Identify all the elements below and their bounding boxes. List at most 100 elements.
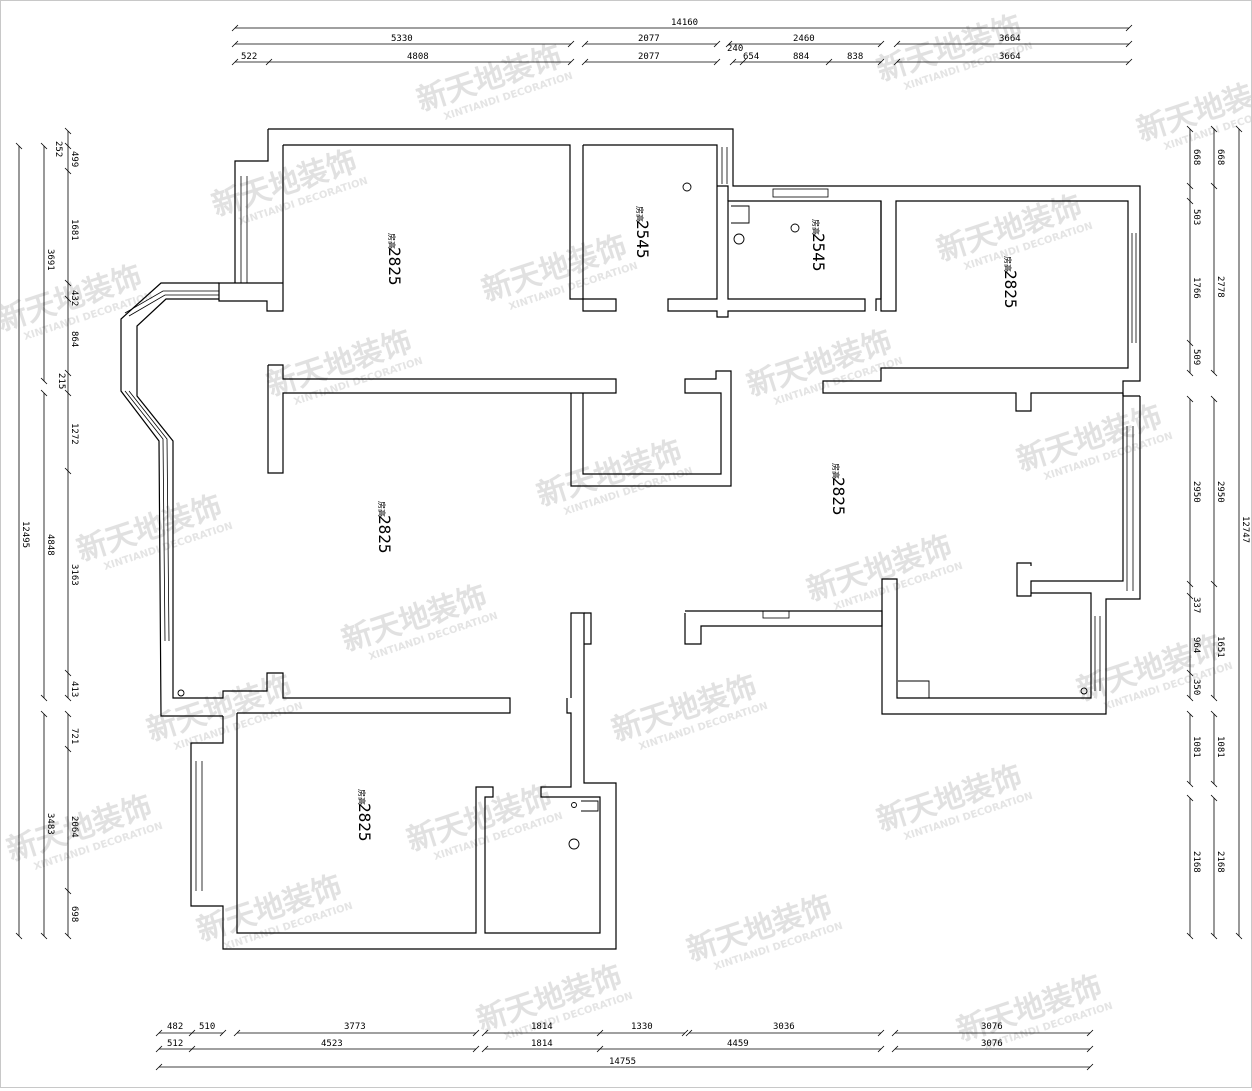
- dim-tick: [891, 1029, 899, 1037]
- room-height: 2825: [375, 515, 394, 554]
- wall: [822, 200, 1129, 412]
- dim-tick: [1186, 125, 1194, 133]
- watermark: 新天地装饰 XINTIANDI DECORATION: [73, 489, 235, 573]
- dim-right-inner: 503: [1191, 209, 1201, 225]
- dim-tick: [893, 40, 901, 48]
- dim-right-inner: 509: [1191, 349, 1201, 365]
- dim-tick: [1210, 369, 1218, 377]
- wall: [234, 129, 269, 283]
- dim-left-inner: 2064: [69, 816, 79, 838]
- wall: [120, 282, 223, 717]
- dimension-labels: 14160 5330 2077 2460 3664 522 4808 2077 …: [20, 18, 1250, 1067]
- drain-icon: [682, 182, 692, 192]
- dim-tick: [877, 58, 885, 66]
- dim-tick: [231, 40, 239, 48]
- dim-tick: [155, 1063, 163, 1071]
- dim-tick: [1086, 1063, 1094, 1071]
- room-label-bedroom-1: 房高 2825: [385, 233, 404, 286]
- room-tag: 房高: [1003, 256, 1013, 272]
- dim-tick: [64, 142, 72, 150]
- dim-tick: [231, 24, 239, 32]
- dim-left-inner: 215: [56, 373, 66, 389]
- wall: [684, 610, 883, 645]
- dim-tick: [40, 710, 48, 718]
- dim-tick: [64, 389, 72, 397]
- dim-top-r1: 3664: [999, 34, 1021, 44]
- watermark: 新天地装饰 XINTIANDI DECORATION: [1133, 69, 1252, 153]
- dim-tick: [1186, 395, 1194, 403]
- drain-icon: [1080, 687, 1088, 695]
- dim-left-total: 12495: [20, 521, 30, 548]
- watermark: 新天地装饰 XINTIANDI DECORATION: [743, 324, 905, 408]
- room-tag: 房高: [811, 219, 821, 235]
- dim-right-inner: 964: [1191, 637, 1201, 653]
- dim-tick: [1186, 694, 1194, 702]
- dim-bottom-r2: 512: [167, 1039, 183, 1049]
- dim-tick: [15, 932, 23, 940]
- dim-bottom-r2: 4459: [727, 1039, 749, 1049]
- dim-tick: [64, 127, 72, 135]
- dim-left-inner: 1272: [69, 423, 79, 445]
- dim-tick: [40, 932, 48, 940]
- watermark: 新天地装饰 XINTIANDI DECORATION: [533, 434, 695, 518]
- dim-tick: [877, 1029, 885, 1037]
- dim-tick: [231, 58, 239, 66]
- room-tag: 房高: [357, 789, 367, 805]
- pipe-corner: [898, 680, 930, 698]
- dim-right-outer: 2950: [1215, 481, 1225, 503]
- dim-tick: [155, 1045, 163, 1053]
- dim-top-r2: 522: [241, 52, 257, 62]
- dim-tick: [685, 1029, 693, 1037]
- wall: [717, 185, 729, 201]
- dim-right-inner: 668: [1191, 149, 1201, 165]
- dim-tick: [1210, 794, 1218, 802]
- room-height: 2825: [829, 477, 848, 516]
- dim-right-inner: 1081: [1191, 736, 1201, 758]
- dim-tick: [1210, 932, 1218, 940]
- dim-bottom-r1: 3076: [981, 1022, 1003, 1032]
- watermark: 新天地装饰 XINTIANDI DECORATION: [193, 869, 355, 953]
- dim-tick: [64, 887, 72, 895]
- dim-tick: [567, 58, 575, 66]
- dim-tick: [1086, 1045, 1094, 1053]
- dim-right-inner: 337: [1191, 597, 1201, 613]
- dim-tick: [1235, 125, 1243, 133]
- dim-tick: [1210, 580, 1218, 588]
- dim-left-mid: 3691: [45, 249, 55, 271]
- dim-tick: [1210, 694, 1218, 702]
- dim-tick: [1186, 669, 1194, 677]
- walls: [120, 128, 1141, 950]
- dim-tick: [1186, 339, 1194, 347]
- dim-tick: [472, 1029, 480, 1037]
- wall: [190, 612, 617, 950]
- dim-left-inner: 413: [69, 681, 79, 697]
- dim-tick: [1125, 58, 1133, 66]
- dim-left-inner: 3163: [69, 564, 79, 586]
- dim-tick: [729, 58, 737, 66]
- dim-top-r2: 2077: [638, 52, 660, 62]
- dim-right-inner: 2168: [1191, 851, 1201, 873]
- dim-tick: [581, 40, 589, 48]
- dim-tick: [877, 1045, 885, 1053]
- dim-tick: [233, 1029, 241, 1037]
- room-tag: 房高: [635, 206, 645, 222]
- dim-tick: [581, 58, 589, 66]
- room-label-bedroom-3: 房高 2825: [355, 789, 374, 842]
- drain-icon: [790, 223, 800, 233]
- wall: [1016, 393, 1124, 597]
- dim-left-inner: 1681: [69, 219, 79, 241]
- dim-top-r1: 2460: [793, 34, 815, 44]
- dim-tick: [64, 745, 72, 753]
- fixtures: [177, 182, 1088, 850]
- dim-tick: [64, 694, 72, 702]
- dim-tick: [1235, 932, 1243, 940]
- dim-tick: [1186, 182, 1194, 190]
- wall: [236, 698, 601, 934]
- drain-icon: [571, 802, 577, 808]
- dim-left-inner: 721: [69, 728, 79, 744]
- watermark: 新天地装饰 XINTIANDI DECORATION: [873, 759, 1035, 843]
- dim-tick: [596, 1045, 604, 1053]
- dim-tick: [64, 369, 72, 377]
